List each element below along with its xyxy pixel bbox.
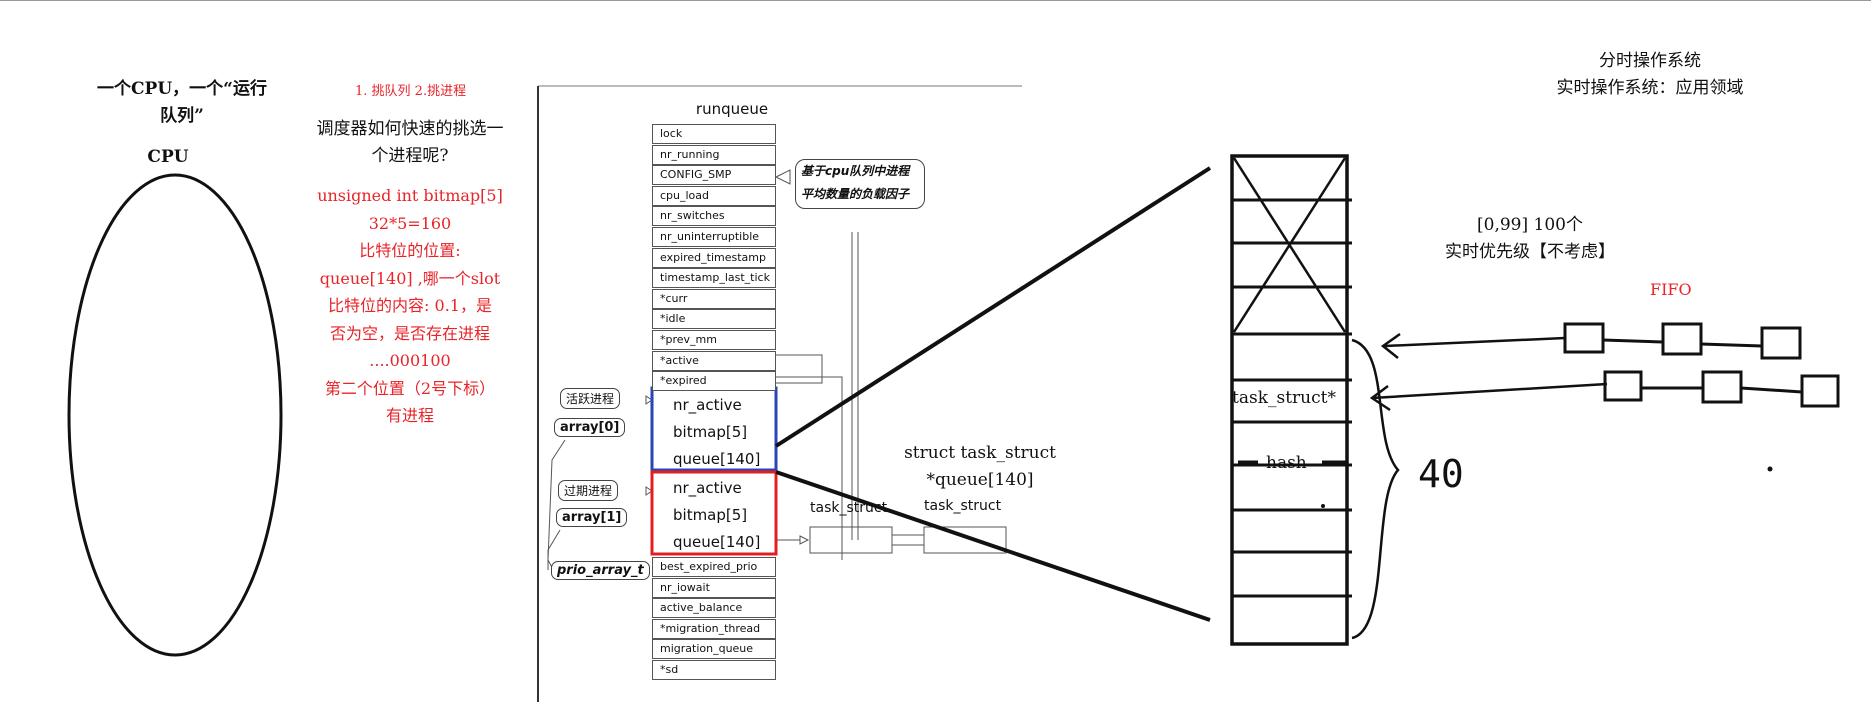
queue-to-task-arrow — [799, 535, 810, 545]
runqueue-field: migration_queue — [652, 639, 776, 660]
struct-line: *queue[140] — [926, 470, 1034, 490]
fifo-arrow-2 — [1369, 385, 1391, 412]
expired-process-tag: 过期进程 — [558, 480, 619, 501]
bitmap-line: 第二个位置（2号下标） — [324, 378, 496, 398]
bitmap-line: 比特位的位置: — [359, 241, 461, 260]
note-line: 基于cpu队列中进程 — [801, 164, 910, 178]
task-struct-box-a — [809, 526, 893, 554]
task-struct-pointer-label: task_struct* — [1232, 388, 1336, 408]
realtime-priority-note: [0,99] 100个 实时优先级【不考虑】 — [1400, 212, 1660, 266]
fifo-arrow-1 — [1380, 332, 1401, 359]
fifo-pointer-1 — [1384, 336, 1566, 348]
runqueue-field: nr_active — [673, 396, 742, 414]
cpu-label: CPU — [147, 147, 189, 167]
array1-tag: array[1] — [556, 508, 628, 527]
ellipsis-dot — [1767, 466, 1773, 472]
scheduler-question: 调度器如何快速的挑选一个进程呢? — [316, 119, 504, 166]
runqueue-title: runqueue — [695, 100, 769, 118]
os-type-heading: 分时操作系统 实时操作系统：应用领域 — [1520, 48, 1780, 102]
bitmap-explanation: unsigned int bitmap[5] 32*5=160 比特位的位置: … — [290, 182, 530, 430]
heading-line: 实时操作系统：应用领域 — [1556, 78, 1744, 98]
runqueue-field: *expired — [652, 371, 776, 392]
fifo-node — [1661, 322, 1703, 356]
bitmap-line: 有进程 — [385, 406, 434, 425]
bitmap-line: 32*5=160 — [368, 213, 452, 233]
fifo-node — [1603, 370, 1643, 402]
fifo-link — [1602, 338, 1664, 344]
active-process-tag: 活跃进程 — [560, 388, 621, 409]
prio-range: [0,99] 100个 — [1477, 215, 1583, 235]
bitmap-line: 否为空，是否存在进程 — [329, 323, 490, 343]
zoom-line-top — [774, 166, 1212, 448]
struct-line: struct task_struct — [904, 443, 1056, 463]
cpu-runqueue-title: 一个CPU，一个“运行队列” — [97, 79, 267, 126]
note-arrow — [774, 169, 791, 185]
cross-line-2 — [1232, 157, 1347, 333]
runqueue-field: bitmap[5] — [673, 423, 748, 441]
runqueue-field: *curr — [652, 288, 776, 309]
bitmap-line: ....000100 — [369, 351, 451, 370]
realtime-ignore: 实时优先级【不考虑】 — [1445, 242, 1615, 262]
struct-queue-declaration: struct task_struct *queue[140] — [880, 440, 1080, 494]
array0-tag: array[0] — [554, 418, 626, 437]
bitmap-line: queue[140] ,哪一个slot — [319, 268, 501, 288]
runqueue-field: nr_switches — [652, 206, 776, 227]
runqueue-field: *migration_thread — [652, 618, 776, 639]
steps-note: 1. 挑队列 2.挑进程 — [355, 84, 467, 99]
cpu-ellipse — [67, 173, 283, 657]
runqueue-field: timestamp_last_tick — [652, 268, 776, 289]
active-link — [776, 354, 823, 384]
queue-array-box — [1230, 154, 1349, 646]
expired-array-box — [650, 470, 778, 556]
runqueue-field: nr_running — [652, 144, 776, 165]
fifo-node — [1760, 326, 1802, 360]
fifo-pointer-2 — [1371, 382, 1608, 400]
bitmap-line: unsigned int bitmap[5] — [317, 186, 503, 205]
runqueue-field: bitmap[5] — [673, 506, 748, 524]
forty-label: 40 — [1418, 452, 1464, 496]
expired-tag-arrow — [645, 486, 653, 496]
fifo-link — [1700, 342, 1763, 348]
zoom-line-bottom — [775, 470, 1211, 622]
top-border — [0, 0, 1871, 1]
runqueue-field: expired_timestamp — [652, 247, 776, 268]
runqueue-field: nr_iowait — [652, 577, 776, 598]
runqueue-field: *idle — [652, 309, 776, 330]
fifo-node — [1563, 322, 1605, 354]
runqueue-field: queue[140] — [673, 533, 761, 551]
ellipsis-dot — [1321, 504, 1325, 508]
task-struct-label-a: task_struct — [810, 500, 888, 516]
fifo-node — [1800, 374, 1840, 408]
tag-bracket-2 — [547, 529, 561, 570]
active-tag-arrow — [645, 395, 653, 405]
runqueue-field: nr_active — [673, 479, 742, 497]
runqueue-field: *active — [652, 350, 776, 371]
runqueue-field: nr_uninterruptible — [652, 227, 776, 247]
runqueue-field: best_expired_prio — [652, 557, 776, 577]
hash-label: hash — [1266, 453, 1307, 473]
runqueue-field: queue[140] — [673, 450, 761, 468]
task-struct-label-b: task_struct — [924, 498, 1002, 514]
range-brace — [1351, 338, 1400, 640]
fifo-link — [1740, 386, 1803, 394]
prio-array-tag: prio_array_t — [551, 561, 650, 580]
load-factor-note: 基于cpu队列中进程 平均数量的负载因子 — [795, 159, 925, 209]
runqueue-field: *sd — [652, 660, 776, 680]
fifo-label: FIFO — [1650, 280, 1692, 299]
runqueue-field: cpu_load — [652, 185, 776, 206]
note-line: 平均数量的负载因子 — [801, 187, 910, 201]
runqueue-field: *prev_mm — [652, 330, 776, 350]
runqueue-field: lock — [652, 124, 776, 144]
bitmap-line: 比特位的内容: 0.1，是 — [328, 296, 492, 315]
runqueue-field: CONFIG_SMP — [652, 165, 776, 186]
runqueue-field: active_balance — [652, 598, 776, 619]
expired-link — [776, 376, 843, 560]
heading-line: 分时操作系统 — [1599, 51, 1701, 71]
fifo-node — [1701, 370, 1743, 404]
task-struct-box-b — [923, 526, 1007, 554]
